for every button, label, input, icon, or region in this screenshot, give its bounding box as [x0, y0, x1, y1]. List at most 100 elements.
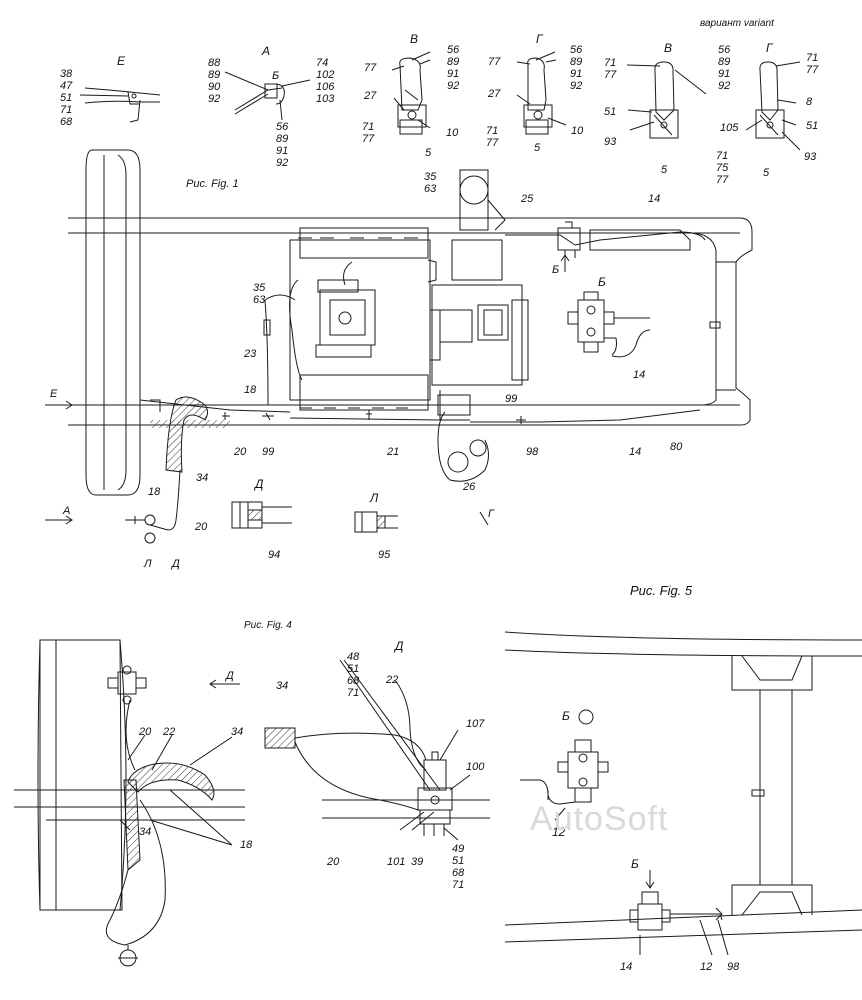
- callout-v1-right: 56 89 91 92: [447, 44, 460, 92]
- fig4-callout-18: 18: [240, 839, 253, 851]
- callout-99-right: 99: [505, 393, 518, 405]
- callout-95: 95: [378, 549, 391, 561]
- view-a-detail: [235, 84, 284, 114]
- callout-94: 94: [268, 549, 281, 561]
- callout-v1-77: 77: [364, 62, 377, 74]
- callout-98: 98: [526, 446, 539, 458]
- callout-g2-717577: 71 75 77: [716, 150, 729, 186]
- fig4-caption: Рис. Fig. 4: [244, 620, 292, 631]
- fig4-callout-22: 22: [163, 726, 176, 738]
- view-g2-cylinder: [756, 62, 784, 138]
- callout-g1-right: 56 89 91 92: [570, 44, 583, 92]
- callout-99-left: 99: [262, 446, 275, 458]
- fig1-caption: Рис. Fig. 1: [186, 178, 239, 190]
- callout-g1-77: 77: [488, 56, 501, 68]
- callout-v1-5: 5: [425, 147, 432, 159]
- callout-20: 20: [234, 446, 247, 458]
- detail-d-fitting-94: [232, 502, 292, 528]
- callout-v2-mid: 56 89 91 92: [718, 44, 731, 92]
- view-letter-e: Е: [117, 54, 126, 68]
- callout-14-bottom: 14: [629, 446, 642, 458]
- callout-18-lower: 18: [148, 486, 161, 498]
- arrow-letter-g: Г: [488, 508, 494, 520]
- callout-g1-7177: 71 77: [486, 125, 499, 149]
- callout-v2-7177: 71 77: [604, 57, 617, 81]
- callout-v1-27: 27: [364, 90, 377, 102]
- arrow-letter-d-fig4: Д: [226, 670, 234, 682]
- view-letter-v1: В: [410, 32, 419, 46]
- figure-5: [505, 632, 862, 955]
- detail-d-fig4: [265, 660, 490, 840]
- callout-26: 26: [463, 481, 476, 493]
- hose-34: [166, 397, 208, 472]
- callout-14-top: 14: [648, 193, 661, 205]
- fig4-callout-22-detail: 22: [386, 674, 399, 686]
- fig4-callout-20-detail: 20: [327, 856, 340, 868]
- view-letter-b-fig5: Б: [562, 709, 570, 723]
- callout-14-mid: 14: [633, 369, 646, 381]
- fig5-callout-12-bottom: 12: [700, 961, 713, 973]
- view-letter-d-fig4: Д: [395, 639, 404, 653]
- callout-a-right: 74 102 106 103: [316, 57, 335, 105]
- callout-g2-7177: 71 77: [806, 52, 819, 76]
- fig4-callout-34-top: 34: [231, 726, 244, 738]
- callout-v1-10: 10: [446, 127, 459, 139]
- fig4-callout-107: 107: [466, 718, 485, 730]
- arrow-letter-a: А: [63, 505, 71, 517]
- callout-35-63-left: 35 63: [253, 282, 266, 306]
- fig4-callout-20: 20: [139, 726, 152, 738]
- view-letter-a: А: [262, 44, 271, 58]
- variant-label: вариант variant: [700, 18, 774, 29]
- arrow-letter-e: Е: [50, 388, 58, 400]
- callout-v2-93: 93: [604, 136, 617, 148]
- callout-23: 23: [244, 348, 257, 360]
- view-letter-g1: Г: [536, 32, 543, 46]
- callout-34: 34: [196, 472, 209, 484]
- figure-4: [14, 640, 245, 966]
- valve-b-main: [558, 222, 580, 258]
- label-l-under: Л: [144, 558, 152, 570]
- air-line-14-top: [505, 232, 705, 245]
- label-d-under: Д: [172, 558, 180, 570]
- fig4-callout-39: 39: [411, 856, 424, 868]
- valve-b-detail: [568, 292, 650, 357]
- fig5-caption: Рис. Fig. 5: [630, 583, 693, 598]
- callout-v2-51: 51: [604, 106, 617, 118]
- fig4-callout-101: 101: [387, 856, 406, 868]
- wheel-fig1: [86, 150, 140, 495]
- valve-b-fig5-bottom: [630, 892, 722, 930]
- fig5-callout-12-top: 12: [552, 825, 566, 839]
- callout-25: 25: [521, 193, 534, 205]
- gearbox-assembly: [432, 170, 528, 481]
- fig5-callout-98: 98: [727, 961, 740, 973]
- fig5-callout-14: 14: [620, 961, 633, 973]
- callout-80: 80: [670, 441, 683, 453]
- view-v2-cylinder: [650, 62, 678, 138]
- view-letter-l1: Л: [370, 491, 379, 505]
- callout-a-bottom: 56 89 91 92: [276, 121, 289, 169]
- callout-g2-105: 105: [720, 122, 739, 134]
- view-letter-v2: В: [664, 41, 673, 55]
- fig4-callout-group-bottom: 49 51 68 71: [452, 843, 465, 891]
- callout-g2-8: 8: [806, 96, 813, 108]
- view-g1-cylinder: [524, 52, 555, 134]
- label-b-valve-a: Б: [272, 70, 280, 82]
- view-letter-g2: Г: [766, 41, 773, 55]
- callout-21: 21: [387, 446, 400, 458]
- fig4-callout-100: 100: [466, 761, 485, 773]
- figure-1-main-view: [45, 150, 752, 543]
- view-letter-d1: Д: [255, 477, 264, 491]
- callout-g2-93: 93: [804, 151, 817, 163]
- callout-v2-5: 5: [661, 164, 668, 176]
- callout-e-group: 38 47 51 71 68: [60, 68, 73, 128]
- callout-20-lower: 20: [195, 521, 208, 533]
- view-letter-b-main: Б: [598, 275, 606, 289]
- detail-l-fitting-95: [355, 512, 398, 532]
- callout-g2-51: 51: [806, 120, 819, 132]
- callout-g2-5: 5: [763, 167, 770, 179]
- callout-g1-27: 27: [488, 88, 501, 100]
- fig4-callout-group-top: 48 51 68 71: [347, 651, 360, 699]
- callout-g1-5: 5: [534, 142, 541, 154]
